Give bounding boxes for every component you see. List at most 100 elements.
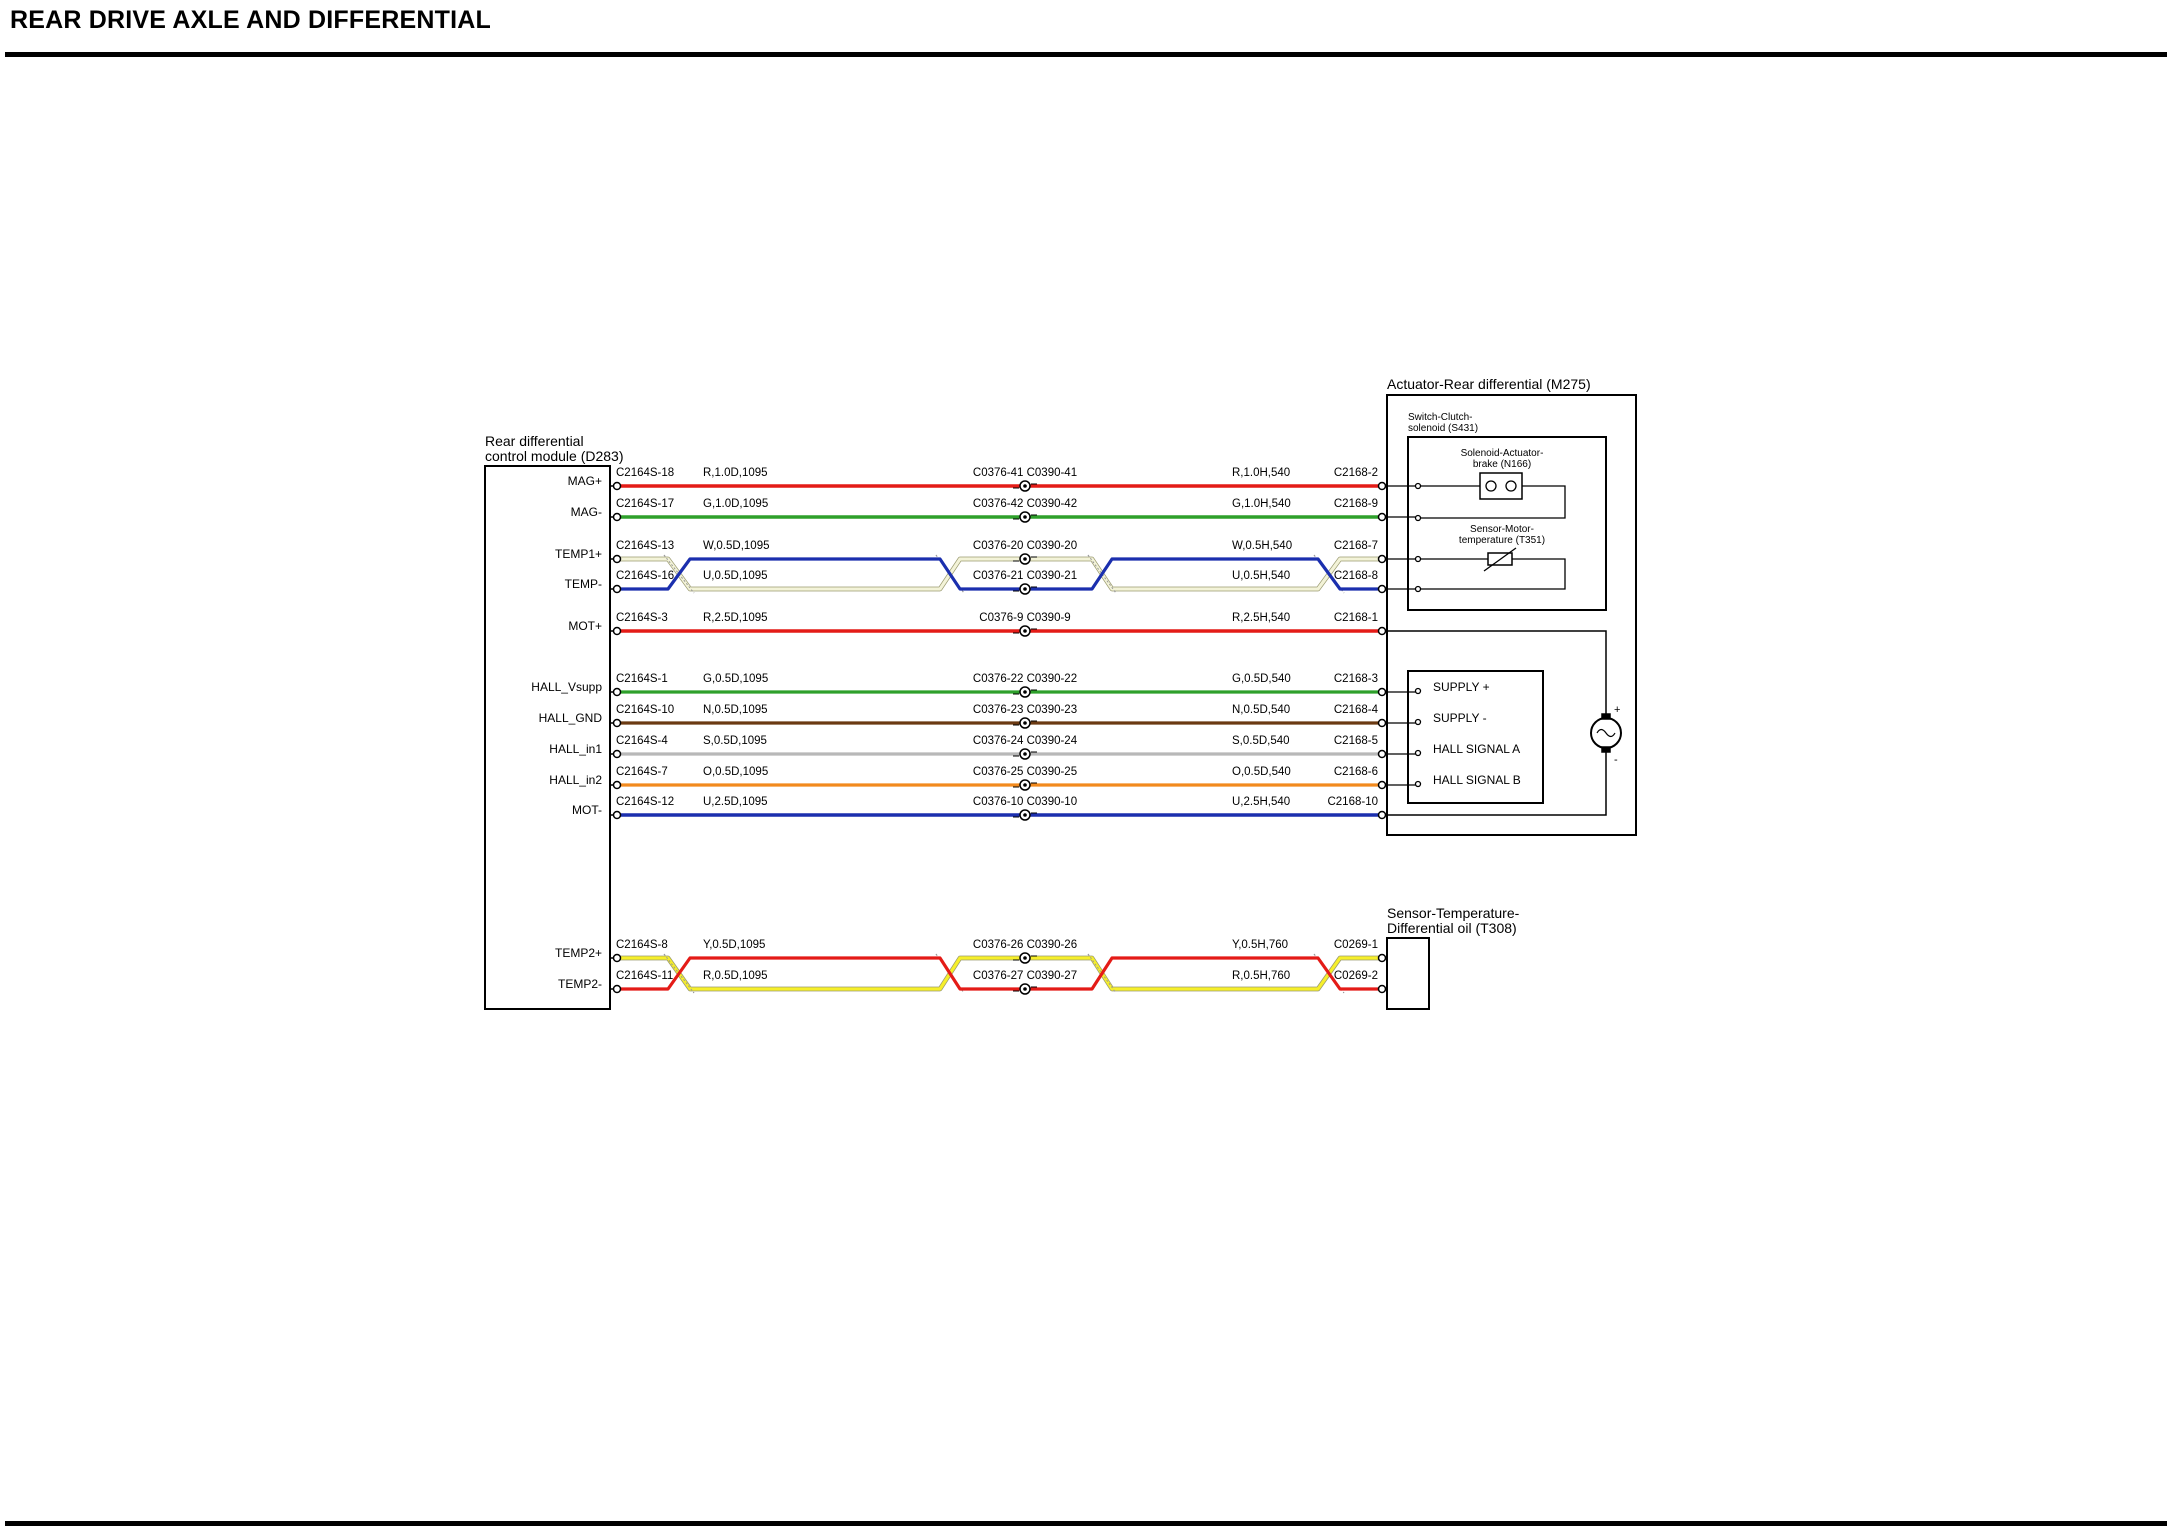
switch-box xyxy=(1407,436,1607,611)
pin-label: TEMP2- xyxy=(558,977,602,991)
left-wire-spec: R,1.0D,1095 xyxy=(703,467,768,479)
inline-connector-label: C0376-23 C0390-23 xyxy=(973,704,1077,716)
right-terminal xyxy=(1377,984,1387,994)
motor-minus-label: - xyxy=(1614,754,1618,766)
right-wire-spec: U,0.5H,540 xyxy=(1232,570,1290,582)
inline-connector-pin xyxy=(1023,956,1027,960)
inline-connector-label: C0376-41 C0390-41 xyxy=(973,467,1077,479)
inline-connector-pin xyxy=(1023,813,1027,817)
left-terminal xyxy=(612,554,622,564)
inline-connector-pin xyxy=(1023,587,1027,591)
right-terminal xyxy=(1377,626,1387,636)
pin-label: MAG+ xyxy=(568,474,602,488)
right-terminal xyxy=(1377,481,1387,491)
left-connector-label: C2164S-4 xyxy=(616,735,668,747)
left-terminal xyxy=(612,780,622,790)
left-wire-spec: U,0.5D,1095 xyxy=(703,570,768,582)
right-terminal xyxy=(1377,749,1387,759)
left-terminal xyxy=(612,626,622,636)
right-terminal xyxy=(1377,687,1387,697)
hall-sensor-box xyxy=(1407,670,1544,804)
inline-connector-label: C0376-26 C0390-26 xyxy=(973,939,1077,951)
pin-label: HALL_in1 xyxy=(549,742,602,756)
left-wire-spec: R,0.5D,1095 xyxy=(703,970,768,982)
inline-connector-pin xyxy=(1023,484,1027,488)
left-terminal xyxy=(612,512,622,522)
hall-supply-neg-label: SUPPLY - xyxy=(1433,711,1487,725)
inline-connector-pin xyxy=(1023,721,1027,725)
pin-label: TEMP2+ xyxy=(555,946,602,960)
left-wire-spec: G,1.0D,1095 xyxy=(703,498,768,510)
left-connector-label: C2164S-1 xyxy=(616,673,668,685)
right-connector-label: C2168-4 xyxy=(1334,704,1379,716)
left-wire-spec: R,2.5D,1095 xyxy=(703,612,768,624)
right-wire-spec: W,0.5H,540 xyxy=(1232,540,1292,552)
right-terminal xyxy=(1377,953,1387,963)
inline-connector-label: C0376-20 C0390-20 xyxy=(973,540,1077,552)
inline-connector-pin xyxy=(1023,752,1027,756)
right-connector-label: C2168-5 xyxy=(1334,735,1378,747)
switch-label-2: solenoid (S431) xyxy=(1408,423,1478,434)
switch-label-1: Switch-Clutch- xyxy=(1408,412,1472,423)
thermistor-circuit xyxy=(1414,547,1566,593)
inline-connector-label: C0376-25 C0390-25 xyxy=(973,766,1077,778)
inline-connector-pin xyxy=(1023,690,1027,694)
pin-label: TEMP1+ xyxy=(555,547,602,561)
hall-supply-pos-label: SUPPLY + xyxy=(1433,680,1490,694)
right-wire-spec: Y,0.5H,760 xyxy=(1232,939,1288,951)
right-connector-label: C2168-8 xyxy=(1334,570,1378,582)
left-wire-spec: N,0.5D,1095 xyxy=(703,704,768,716)
hall-signal-b-label: HALL SIGNAL B xyxy=(1433,773,1521,787)
left-wire-spec: U,2.5D,1095 xyxy=(703,796,768,808)
left-connector-label: C2164S-16 xyxy=(616,570,674,582)
bottom-rule xyxy=(5,1521,2167,1526)
left-connector-label: C2164S-10 xyxy=(616,704,674,716)
actuator-label: Actuator-Rear differential (M275) xyxy=(1387,376,1591,392)
temp-sensor-label-2: Differential oil (T308) xyxy=(1387,920,1517,936)
page-title: REAR DRIVE AXLE AND DIFFERENTIAL xyxy=(10,6,491,34)
inline-connector-pin xyxy=(1023,557,1027,561)
left-terminal xyxy=(612,984,622,994)
right-wire-spec: R,2.5H,540 xyxy=(1232,612,1290,624)
temp-sensor-box xyxy=(1386,937,1430,1010)
inline-connector-label: C0376-9 C0390-9 xyxy=(979,612,1070,624)
right-wire-spec: G,0.5D,540 xyxy=(1232,673,1291,685)
inline-connector-label: C0376-27 C0390-27 xyxy=(973,970,1077,982)
inline-connector-label: C0376-24 C0390-24 xyxy=(973,735,1078,747)
right-connector-label: C2168-7 xyxy=(1334,540,1378,552)
inline-connector-pin xyxy=(1023,629,1027,633)
solenoid-circuit xyxy=(1414,472,1566,522)
top-rule xyxy=(5,52,2167,57)
left-connector-label: C2164S-12 xyxy=(616,796,674,808)
right-terminal xyxy=(1377,584,1387,594)
left-connector-label: C2164S-3 xyxy=(616,612,668,624)
control-module-label-2: control module (D283) xyxy=(485,448,624,464)
inline-connector-pin xyxy=(1023,783,1027,787)
left-terminal xyxy=(612,953,622,963)
left-connector-label: C2164S-17 xyxy=(616,498,674,510)
pin-label: HALL_in2 xyxy=(549,773,602,787)
right-wire-spec: N,0.5D,540 xyxy=(1232,704,1290,716)
hall-pin-terminals xyxy=(1414,687,1422,788)
left-terminal xyxy=(612,687,622,697)
left-terminal xyxy=(612,718,622,728)
right-terminal xyxy=(1377,718,1387,728)
sensor-motor-label-1: Sensor-Motor- xyxy=(1470,524,1534,535)
right-connector-label: C0269-2 xyxy=(1334,970,1378,982)
control-module-label-1: Rear differential xyxy=(485,433,584,449)
actuator-box xyxy=(1386,394,1637,836)
sensor-motor-label-2: temperature (T351) xyxy=(1459,535,1545,546)
right-terminal xyxy=(1377,780,1387,790)
solenoid-label-1: Solenoid-Actuator- xyxy=(1461,448,1544,459)
pin-label: HALL_GND xyxy=(539,711,603,725)
motor-plus-label: + xyxy=(1614,704,1620,716)
right-connector-label: C2168-1 xyxy=(1334,612,1378,624)
right-wire-spec: R,1.0H,540 xyxy=(1232,467,1290,479)
hall-signal-a-label: HALL SIGNAL A xyxy=(1433,742,1520,756)
right-wire-spec: G,1.0H,540 xyxy=(1232,498,1291,510)
pin-label: MOT- xyxy=(572,803,602,817)
inline-connector-label: C0376-21 C0390-21 xyxy=(973,570,1077,582)
left-connector-label: C2164S-18 xyxy=(616,467,674,479)
left-terminal xyxy=(612,481,622,491)
